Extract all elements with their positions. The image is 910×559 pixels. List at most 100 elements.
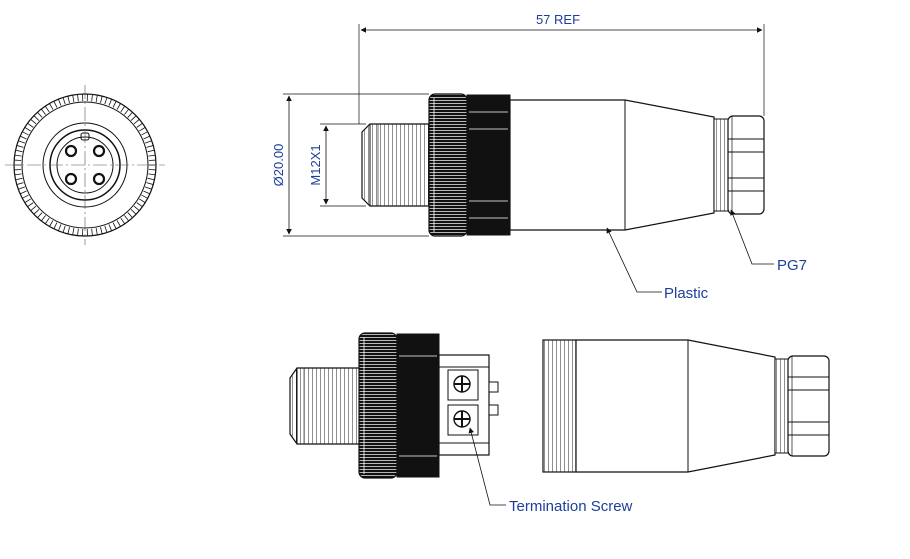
end-view-pin bbox=[92, 172, 106, 186]
knurl-tooth bbox=[139, 198, 146, 203]
knurl-tooth bbox=[62, 225, 66, 233]
knurl-tooth bbox=[108, 224, 112, 231]
dim-thread: M12X1 bbox=[308, 144, 323, 185]
knurl-tooth bbox=[145, 140, 152, 144]
knurl-tooth bbox=[44, 105, 50, 113]
knurl-tooth bbox=[116, 103, 121, 110]
dim-diameter: Ø20.00 bbox=[271, 144, 286, 187]
knurl-tooth bbox=[77, 94, 79, 102]
end-view-knurl-teeth bbox=[14, 94, 156, 236]
side-view-thread bbox=[361, 123, 431, 207]
knurl-tooth bbox=[145, 186, 152, 190]
terminal-tab bbox=[488, 381, 499, 393]
knurl-tooth bbox=[19, 135, 27, 140]
knurl-tooth bbox=[15, 149, 23, 153]
knurl-tooth bbox=[136, 122, 143, 128]
side-view-pg7-nut bbox=[727, 115, 765, 215]
knurl-tooth bbox=[91, 94, 93, 102]
knurl-tooth bbox=[136, 202, 143, 208]
knurl-tooth bbox=[27, 122, 34, 128]
knurl-tooth bbox=[77, 228, 79, 236]
knurl-tooth bbox=[16, 145, 24, 148]
side-view: 57 REF Ø20.00 M12X1 PG7 Plastic bbox=[271, 12, 807, 302]
knurl-tooth bbox=[37, 212, 43, 219]
knurl-tooth bbox=[72, 95, 75, 103]
knurl-tooth bbox=[19, 190, 27, 195]
knurl-tooth bbox=[133, 205, 140, 211]
knurl-tooth bbox=[30, 119, 37, 125]
knurl-tooth bbox=[24, 127, 31, 132]
knurl-tooth bbox=[30, 205, 37, 211]
knurl-tooth bbox=[53, 222, 58, 229]
knurl-tooth bbox=[53, 101, 58, 108]
knurl-tooth bbox=[100, 227, 103, 234]
knurl-tooth bbox=[108, 99, 112, 106]
knurl-tooth bbox=[127, 111, 133, 118]
knurl-tooth bbox=[18, 186, 25, 190]
insert-view-knurled-nut bbox=[358, 332, 398, 479]
insert-view-thread bbox=[289, 367, 361, 445]
knurl-tooth bbox=[120, 105, 126, 113]
knurl-tooth bbox=[37, 111, 43, 118]
dim-overall-length: 57 REF bbox=[536, 12, 580, 27]
knurl-tooth bbox=[95, 95, 98, 103]
knurl-tooth bbox=[67, 96, 70, 103]
knurl-tooth bbox=[130, 115, 137, 121]
knurl-tooth bbox=[130, 209, 137, 215]
screw-icon bbox=[453, 375, 471, 393]
knurl-tooth bbox=[22, 194, 29, 199]
housing-view-gland-thread bbox=[774, 358, 789, 454]
side-view-knurled-nut bbox=[428, 93, 468, 237]
housing-view-thread bbox=[542, 339, 577, 473]
knurl-tooth bbox=[44, 217, 50, 225]
knurl-tooth bbox=[112, 222, 117, 229]
knurl-tooth bbox=[16, 182, 24, 185]
knurl-tooth bbox=[146, 182, 154, 185]
knurl-tooth bbox=[124, 215, 130, 222]
knurl-tooth bbox=[24, 198, 31, 203]
knurl-tooth bbox=[148, 154, 156, 157]
housing-view-body bbox=[575, 339, 776, 473]
knurl-tooth bbox=[14, 173, 22, 176]
end-view-pin bbox=[64, 144, 78, 158]
knurl-tooth bbox=[33, 115, 40, 121]
knurl-tooth bbox=[67, 227, 70, 234]
knurl-tooth bbox=[112, 101, 117, 108]
knurl-tooth bbox=[62, 97, 66, 105]
knurl-tooth bbox=[49, 103, 54, 110]
leader-plastic bbox=[606, 227, 662, 293]
end-view bbox=[5, 85, 165, 245]
knurl-tooth bbox=[91, 228, 93, 236]
side-view-plastic-body bbox=[509, 99, 715, 231]
knurl-tooth bbox=[120, 217, 126, 225]
side-view-collar bbox=[466, 94, 511, 236]
insert-view: Termination Screw bbox=[289, 332, 633, 515]
knurl-tooth bbox=[147, 177, 155, 181]
housing-view-pg7-nut bbox=[787, 355, 830, 457]
screw-icon bbox=[453, 410, 471, 428]
knurl-tooth bbox=[15, 177, 23, 181]
end-view-pin bbox=[64, 172, 78, 186]
callout-plastic: Plastic bbox=[664, 285, 709, 302]
knurl-tooth bbox=[14, 154, 22, 157]
knurl-tooth bbox=[141, 131, 148, 136]
knurl-tooth bbox=[72, 227, 75, 235]
knurl-tooth bbox=[143, 135, 151, 140]
callout-termination-screw: Termination Screw bbox=[509, 498, 633, 515]
knurl-tooth bbox=[146, 145, 154, 148]
knurl-tooth bbox=[147, 149, 155, 153]
knurl-tooth bbox=[127, 212, 133, 219]
knurl-tooth bbox=[104, 225, 108, 233]
knurl-tooth bbox=[22, 131, 29, 136]
knurl-tooth bbox=[124, 108, 130, 115]
side-view-gland-thread bbox=[713, 118, 729, 212]
knurl-tooth bbox=[40, 108, 46, 115]
knurl-tooth bbox=[133, 119, 140, 125]
end-view-pin bbox=[92, 144, 106, 158]
knurl-tooth bbox=[49, 220, 54, 227]
knurl-tooth bbox=[58, 224, 62, 231]
knurl-tooth bbox=[18, 140, 25, 144]
knurl-tooth bbox=[143, 190, 151, 195]
knurl-tooth bbox=[141, 194, 148, 199]
insert-view-collar bbox=[396, 333, 440, 478]
